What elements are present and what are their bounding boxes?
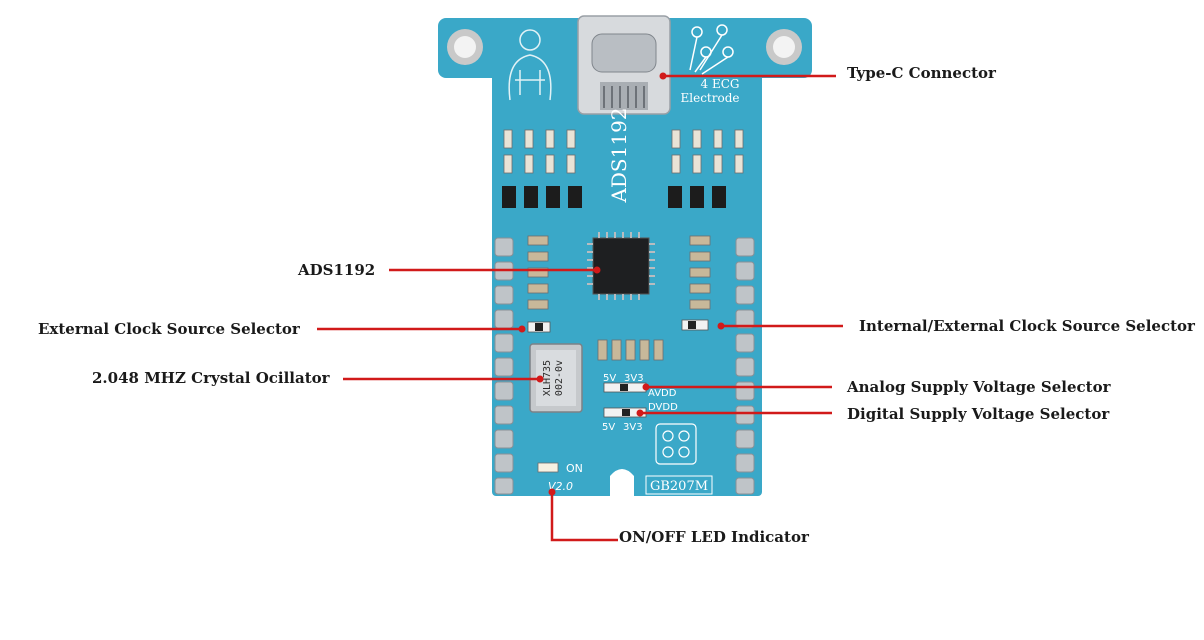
callout-line-led bbox=[550, 492, 618, 542]
right-mounting-hole bbox=[766, 29, 802, 65]
diodes bbox=[502, 186, 726, 208]
int-ext-clock-jumper bbox=[681, 319, 709, 331]
callout-dot-analog-supply bbox=[642, 383, 650, 391]
label-digital-supply: Digital Supply Voltage Selector bbox=[847, 405, 1110, 423]
electrode-text-2: Electrode bbox=[681, 91, 740, 105]
right-header-pins bbox=[735, 237, 755, 495]
silk-5v-b: 5V bbox=[602, 422, 615, 433]
left-header-pins bbox=[494, 237, 514, 495]
board-id: GB207M bbox=[650, 479, 708, 494]
smd-components bbox=[503, 129, 744, 174]
label-analog-supply: Analog Supply Voltage Selector bbox=[846, 378, 1112, 396]
silk-dvdd: DVDD bbox=[648, 402, 678, 413]
pcb-board: 4 ECG Electrode bbox=[438, 15, 812, 496]
label-ext-clock: External Clock Source Selector bbox=[38, 320, 301, 338]
power-led bbox=[537, 462, 559, 473]
electrode-symbols bbox=[689, 24, 734, 75]
silk-3v3-a: 3V3 bbox=[624, 373, 644, 384]
crystal-marking-1: XLH735 bbox=[542, 360, 553, 396]
label-ads1192: ADS1192 bbox=[297, 261, 375, 279]
callout-dot-ext-clock bbox=[518, 325, 526, 333]
silk-5v-a: 5V bbox=[603, 373, 616, 384]
ads1192-chip bbox=[587, 232, 655, 300]
electrode-text-1: 4 ECG bbox=[701, 77, 740, 91]
label-type-c: Type-C Connector bbox=[847, 64, 997, 82]
callouts bbox=[317, 72, 843, 542]
silk-ads1192: ADS1192 bbox=[607, 107, 631, 203]
board-notch bbox=[610, 469, 634, 496]
label-int-ext-clock: Internal/External Clock Source Selector bbox=[859, 317, 1196, 335]
left-mounting-hole bbox=[447, 29, 483, 65]
ext-clock-jumper bbox=[527, 321, 551, 333]
silk-avdd: AVDD bbox=[648, 388, 677, 399]
callout-dot-type-c bbox=[659, 72, 667, 80]
logo-icon bbox=[655, 423, 697, 465]
callout-dot-ads1192 bbox=[593, 266, 601, 274]
callout-dot-int-ext-clock bbox=[717, 322, 725, 330]
board-id-frame bbox=[645, 475, 713, 495]
callout-dot-crystal bbox=[536, 375, 544, 383]
silk-on: ON bbox=[566, 462, 583, 475]
callout-dot-led bbox=[548, 488, 556, 496]
label-led: ON/OFF LED Indicator bbox=[619, 528, 810, 546]
callout-dot-digital-supply bbox=[636, 409, 644, 417]
type-c-connector bbox=[577, 15, 671, 115]
callout-labels: Type-C Connector ADS1192 External Clock … bbox=[38, 64, 1196, 546]
analog-supply-jumper bbox=[603, 382, 647, 393]
crystal-marking-2: 002-0v bbox=[554, 360, 565, 396]
silk-3v3-b: 3V3 bbox=[623, 422, 643, 433]
label-crystal: 2.048 MHZ Crystal Ocillator bbox=[92, 369, 331, 387]
body-outline-art bbox=[508, 29, 552, 101]
side-passives bbox=[527, 235, 711, 361]
